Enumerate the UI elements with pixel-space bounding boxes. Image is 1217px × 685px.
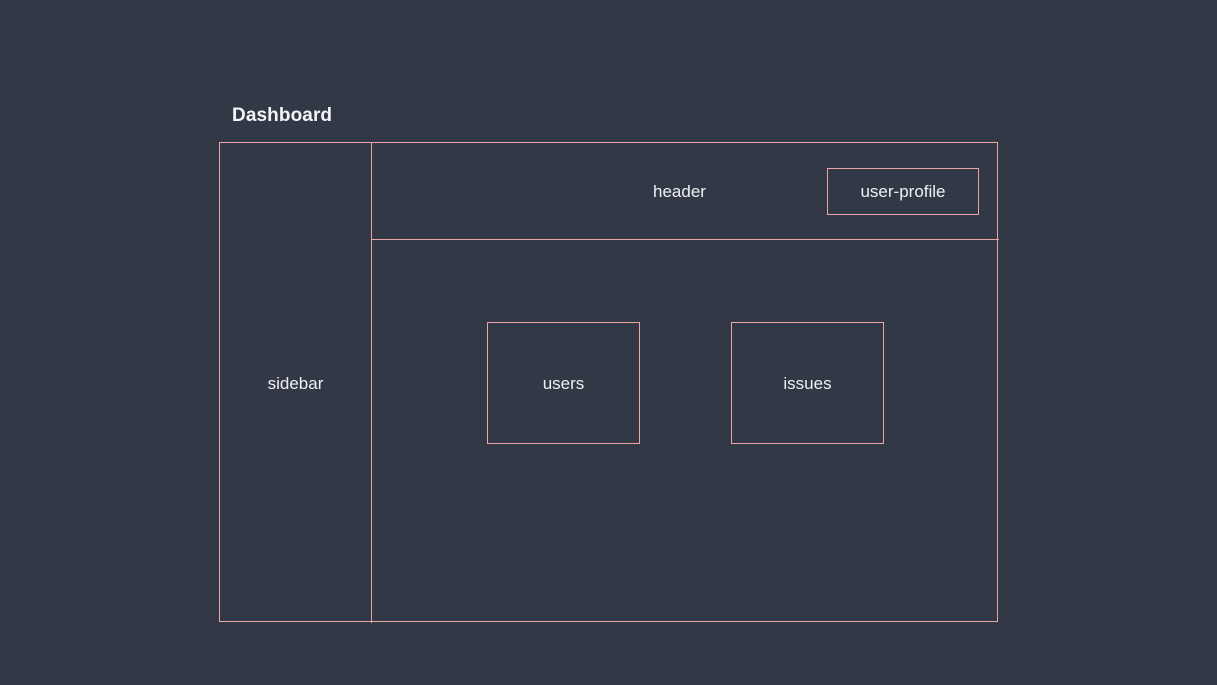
page-title: Dashboard <box>232 105 333 126</box>
sidebar-region[interactable]: sidebar <box>220 143 372 623</box>
card-users[interactable]: users <box>487 322 640 444</box>
user-profile-label: user-profile <box>860 182 946 201</box>
card-issues-label: issues <box>783 373 832 393</box>
card-issues[interactable]: issues <box>731 322 884 444</box>
sidebar-label: sidebar <box>267 373 324 393</box>
header-label: header <box>653 182 706 201</box>
header-region[interactable]: header user-profile <box>372 143 999 240</box>
user-profile-button[interactable]: user-profile <box>827 168 979 215</box>
app-layout-container: sidebar header user-profile users issues <box>219 142 999 623</box>
main-content-region: users issues <box>372 240 999 623</box>
card-users-label: users <box>542 373 585 393</box>
